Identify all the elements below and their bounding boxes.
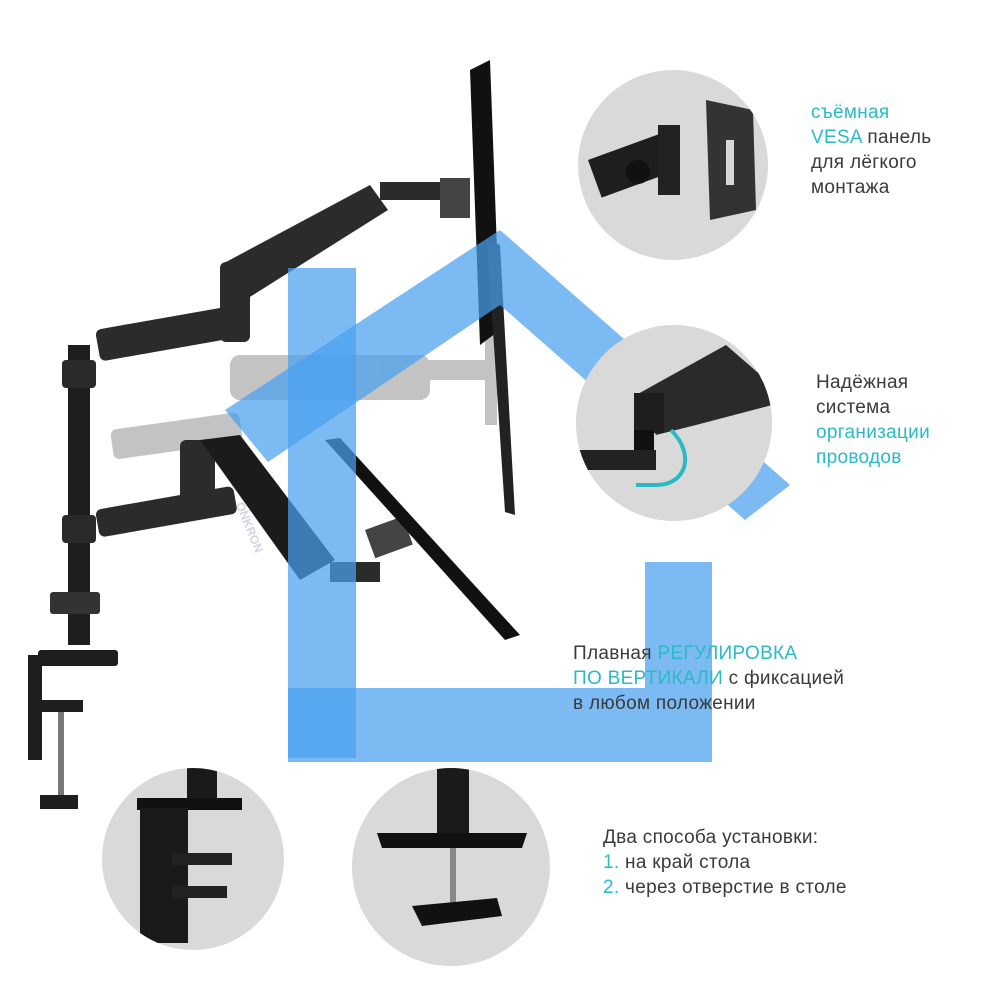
vesa-line3: для лёгкого	[811, 152, 917, 173]
lower-arm	[95, 435, 413, 582]
upper-arm	[95, 178, 470, 361]
height-line3: в любом положении	[573, 693, 756, 714]
cables-callout: Надёжная система организации проводов	[816, 370, 930, 470]
pole	[68, 345, 90, 645]
vesa-line2: VESA панель	[811, 127, 932, 148]
cable-management-circle	[576, 325, 772, 521]
pole-collar-mid	[62, 515, 96, 543]
lower-monitor	[325, 438, 520, 640]
mounting-item-1: 1. на край стола	[603, 852, 751, 873]
cables-line3: организации	[816, 422, 931, 443]
vesa-line1: съёмная	[811, 102, 890, 123]
cables-line4: проводов	[816, 447, 902, 468]
base-plate	[38, 650, 118, 666]
mounting-callout: Два способа установки: 1. на край стола …	[603, 825, 847, 900]
pole-lock	[50, 592, 100, 614]
height-line2: ПО ВЕРТИКАЛИ с фиксацией	[573, 668, 845, 689]
height-line1: Плавная РЕГУЛИРОВКА	[573, 643, 798, 664]
vesa-detail-circle	[578, 70, 768, 260]
desk-clamp	[28, 655, 83, 809]
mounting-item-2: 2. через отверстие в столе	[603, 877, 847, 898]
cables-line2: система	[816, 397, 891, 418]
vesa-line4: монтажа	[811, 177, 890, 198]
mounting-title: Два способа установки:	[603, 827, 819, 848]
clamp-detail-circle	[102, 768, 284, 950]
pole-collar-top	[62, 360, 96, 388]
cables-line1: Надёжная	[816, 372, 909, 393]
vesa-callout: съёмная VESA панель для лёгкого монтажа	[811, 100, 932, 200]
height-callout: Плавная РЕГУЛИРОВКА ПО ВЕРТИКАЛИ с фикса…	[573, 641, 844, 716]
grommet-detail-circle	[352, 768, 550, 966]
